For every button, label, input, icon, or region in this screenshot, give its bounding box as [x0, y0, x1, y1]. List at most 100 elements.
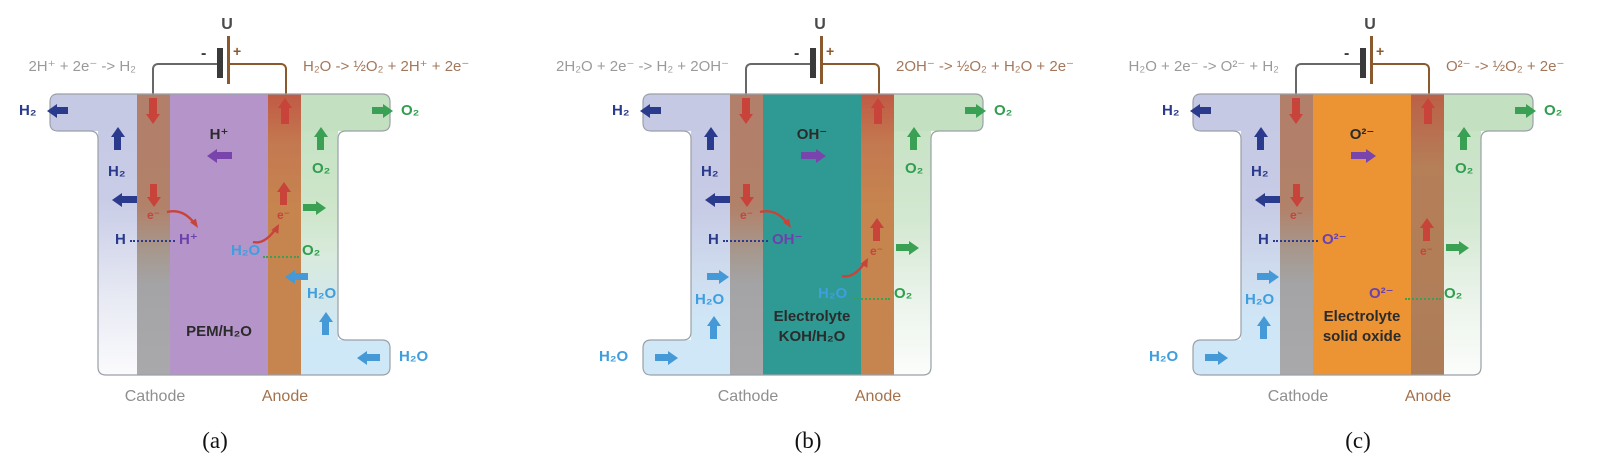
- cathode-electron-label: e⁻: [740, 208, 754, 222]
- electrolysis-cell: U - + H₂ O₂ H₂ O₂ H⁺ e⁻ H: [19, 16, 428, 405]
- cathode-ion-label: H⁺: [179, 231, 198, 248]
- anode-electron-arrow: [280, 192, 287, 205]
- panel-caption: (a): [202, 428, 228, 453]
- h2-into-channel-arrow: [122, 196, 137, 203]
- anode-equation: O²⁻ -> ½O₂ + 2e⁻: [1446, 58, 1565, 75]
- cathode-electron-curve-arrow: [759, 210, 791, 228]
- h2-up-arrow: [1257, 137, 1264, 150]
- o2-channel-label: O₂: [1455, 160, 1474, 177]
- h2-channel-label: H₂: [701, 163, 719, 180]
- o2-outlet-label: O₂: [994, 102, 1013, 119]
- water-to-anode-arrow: [295, 273, 308, 280]
- cathode-ion-label: OH⁻: [772, 231, 803, 248]
- voltage-label: U: [1364, 16, 1376, 33]
- cathode-label: Cathode: [124, 388, 186, 405]
- anode-product-label: O₂: [1444, 285, 1463, 302]
- o2-into-channel-arrow: [1446, 244, 1459, 251]
- carrier-ion-arrow: [217, 152, 232, 159]
- cathode-ion-label: O²⁻: [1322, 231, 1347, 248]
- hydrogen-atom-label: H: [708, 231, 719, 248]
- electrolyte-label-line1: Electrolyte: [1323, 308, 1401, 325]
- voltage-label: U: [814, 16, 826, 33]
- panel-caption: (b): [794, 428, 822, 453]
- anode-electron-label: e⁻: [870, 244, 884, 258]
- hydrogen-atom-label: H: [1258, 231, 1269, 248]
- cathode-electron-label: e⁻: [147, 208, 161, 222]
- electrolyte-label-line1: Electrolyte: [773, 308, 851, 325]
- cathode-reaction-dotted-line: [1273, 240, 1318, 242]
- water-up-arrow: [710, 326, 717, 339]
- water-channel-label: H₂O: [307, 285, 337, 302]
- cathode-label: Cathode: [717, 388, 779, 405]
- cathode-label: Cathode: [1267, 388, 1329, 405]
- electron-down-arrow: [742, 98, 750, 114]
- h2-into-channel-arrow: [715, 196, 730, 203]
- anode-label: Anode: [1404, 388, 1452, 405]
- anode-reaction-dotted-line: [1405, 298, 1441, 300]
- cathode-layer: [137, 94, 170, 375]
- anode-electron-label: e⁻: [1420, 244, 1434, 258]
- electron-down-arrow: [149, 98, 157, 114]
- h2-into-channel-arrow: [1265, 196, 1280, 203]
- carrier-ion-arrow: [801, 152, 816, 159]
- carrier-ion-label: O²⁻: [1349, 126, 1375, 143]
- anode-reactant-label: H₂O: [818, 285, 848, 302]
- anode-equation: 2OH⁻ -> ½O₂ + H₂O + 2e⁻: [896, 58, 1074, 75]
- h2-channel-label: H₂: [1251, 163, 1269, 180]
- anode-electron-arrow: [873, 228, 880, 241]
- minus-sign: -: [794, 45, 800, 62]
- hydrogen-atom-label: H: [115, 231, 126, 248]
- cathode-layer: [1280, 94, 1313, 375]
- o2-outlet-arrow: [965, 107, 976, 114]
- h2-up-arrow: [114, 137, 121, 150]
- cathode-electron-curve-arrow: [166, 210, 198, 228]
- anode-reaction-dotted-line: [854, 298, 890, 300]
- cathode-electron-label: e⁻: [1290, 208, 1304, 222]
- o2-up-arrow: [317, 137, 324, 150]
- water-inlet-arrow: [1205, 354, 1218, 361]
- h2-outlet-arrow: [1200, 107, 1211, 114]
- o2-outlet-label: O₂: [1544, 102, 1563, 119]
- anode-electron-label: e⁻: [277, 208, 291, 222]
- cathode-electron-arrow: [1293, 184, 1300, 197]
- anode-reactant-label: H₂O: [231, 242, 261, 259]
- electrolysis-cell: U - + H₂ O₂ H₂ O₂ O²⁻ e⁻ H O²⁻ e⁻ O²⁻ O₂: [1149, 16, 1562, 405]
- carrier-ion-label: H⁺: [209, 126, 229, 143]
- plus-sign: +: [826, 43, 835, 59]
- cathode-equation: 2H⁺ + 2e⁻ -> H₂: [28, 58, 136, 75]
- h2-outlet-arrow: [57, 107, 68, 114]
- o2-channel-label: O₂: [905, 160, 924, 177]
- cathode-electron-arrow: [150, 184, 157, 197]
- water-up-arrow: [322, 322, 329, 335]
- cathode-equation: H₂O + 2e⁻ -> O²⁻ + H₂: [1128, 58, 1279, 75]
- water-to-cathode-arrow: [707, 273, 719, 280]
- anode-product-label: O₂: [302, 242, 321, 259]
- anode-reactant-label: O²⁻: [1369, 285, 1394, 302]
- h2-outlet-label: H₂: [612, 102, 630, 119]
- o2-up-arrow: [1460, 137, 1467, 150]
- h2-outlet-label: H₂: [19, 102, 37, 119]
- water-inlet-arrow: [655, 354, 668, 361]
- anode-reaction-dotted-line: [263, 256, 299, 258]
- cathode-wire: [152, 63, 219, 95]
- battery-positive-plate: [1370, 36, 1373, 84]
- anode-product-label: O₂: [894, 285, 913, 302]
- panel-caption: (c): [1345, 428, 1371, 453]
- minus-sign: -: [201, 45, 207, 62]
- battery-negative-plate: [1360, 48, 1366, 78]
- carrier-ion-label: OH⁻: [796, 126, 828, 143]
- plus-sign: +: [1376, 43, 1385, 59]
- water-inlet-label: H₂O: [1149, 348, 1179, 365]
- h2-outlet-arrow: [650, 107, 661, 114]
- panel-pem: 2H⁺ + 2e⁻ -> H₂ H₂O -> ½O₂ + 2H⁺ + 2e⁻ (…: [0, 0, 535, 474]
- electrolysis-cell: U - + H₂ O₂ H₂ O₂ OH⁻ e⁻ H OH⁻ e⁻: [599, 16, 1012, 405]
- panel-solid-oxide: H₂O + 2e⁻ -> O²⁻ + H₂ O²⁻ -> ½O₂ + 2e⁻ (…: [1070, 0, 1610, 474]
- battery-negative-plate: [810, 48, 816, 78]
- anode-wire: [821, 63, 880, 95]
- water-channel-label: H₂O: [695, 291, 725, 308]
- anode-label: Anode: [261, 388, 309, 405]
- battery-positive-plate: [820, 36, 823, 84]
- o2-outlet-arrow: [1515, 107, 1526, 114]
- voltage-label: U: [221, 16, 233, 33]
